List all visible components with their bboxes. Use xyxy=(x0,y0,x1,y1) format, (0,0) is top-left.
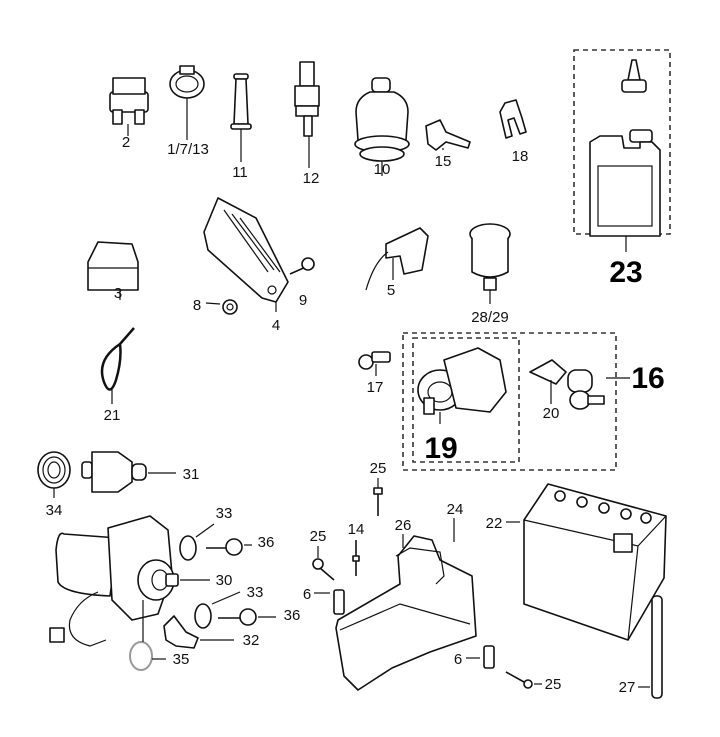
part-battery xyxy=(506,483,667,641)
part-relay xyxy=(87,241,139,300)
part-bolt-17 xyxy=(358,351,391,376)
callout-11: 11 xyxy=(232,164,248,181)
callout-6-left: 6 xyxy=(303,586,311,603)
part-vent-hose xyxy=(638,595,663,699)
callout-19: 19 xyxy=(424,432,457,465)
part-screw-9 xyxy=(289,257,315,275)
part-o-ring xyxy=(129,600,166,671)
callout-22: 22 xyxy=(486,515,503,532)
part-spring xyxy=(37,451,71,498)
part-hose-clamp xyxy=(169,65,205,140)
part-washer-bolt-upper xyxy=(179,523,252,561)
callout-34: 34 xyxy=(46,502,63,519)
callout-25-top: 25 xyxy=(370,460,387,477)
group-box-16 xyxy=(402,332,617,471)
callout-33-upper: 33 xyxy=(216,505,233,522)
part-starter-motor xyxy=(49,515,210,647)
part-bolt-25-lower xyxy=(505,671,542,689)
part-pin-14 xyxy=(352,540,360,576)
callout-25-left: 25 xyxy=(310,528,327,545)
part-clip xyxy=(499,99,527,139)
part-rubber-boot xyxy=(354,77,410,176)
callout-21: 21 xyxy=(104,407,121,424)
callout-16: 16 xyxy=(631,362,664,395)
group-box-19 xyxy=(412,337,520,463)
part-voltage-regulator xyxy=(203,197,289,312)
callout-4: 4 xyxy=(272,317,280,334)
part-brake-switch xyxy=(294,61,320,168)
callout-36-lower: 36 xyxy=(284,607,301,624)
part-oil-bottle xyxy=(589,59,661,252)
callout-18: 18 xyxy=(512,148,529,165)
callout-14: 14 xyxy=(348,521,365,538)
callout-30: 30 xyxy=(216,572,233,589)
callout-23: 23 xyxy=(609,256,642,289)
part-battery-box xyxy=(335,518,477,691)
callout-1-7-13: 1/7/13 xyxy=(167,141,209,158)
callout-17: 17 xyxy=(367,379,384,396)
part-tube xyxy=(230,73,252,162)
callout-28-29: 28/29 xyxy=(471,309,509,326)
part-bracket-6b xyxy=(466,645,495,669)
part-ignition-lock xyxy=(417,347,507,424)
part-bolt-25-left xyxy=(312,546,335,581)
callout-10: 10 xyxy=(374,161,391,178)
callout-20: 20 xyxy=(543,405,560,422)
callout-27: 27 xyxy=(619,679,636,696)
callout-32: 32 xyxy=(243,632,260,649)
callout-35: 35 xyxy=(173,651,190,668)
part-starter-drive xyxy=(81,451,176,493)
part-connector xyxy=(425,119,471,151)
part-socket xyxy=(469,223,511,304)
callout-31: 31 xyxy=(183,466,200,483)
part-brush-holder xyxy=(163,615,234,649)
callout-15: 15 xyxy=(435,153,452,170)
callout-24: 24 xyxy=(447,501,464,518)
part-washer-bolt-lower xyxy=(194,591,276,629)
part-seat-lock xyxy=(529,359,630,410)
part-fuse xyxy=(109,77,149,136)
part-sensor xyxy=(365,227,429,291)
callout-2: 2 xyxy=(122,134,130,151)
part-bolt-25-top xyxy=(373,478,383,516)
callout-33-lower: 33 xyxy=(247,584,264,601)
part-bracket-6a xyxy=(314,589,345,615)
part-nut-8 xyxy=(205,299,238,315)
callout-8: 8 xyxy=(193,297,201,314)
callout-12: 12 xyxy=(303,170,320,187)
callout-6-right: 6 xyxy=(454,651,462,668)
callout-25-lower: 25 xyxy=(545,676,562,693)
callout-3: 3 xyxy=(114,285,122,302)
part-cable-tie xyxy=(100,327,135,404)
callout-5: 5 xyxy=(387,282,395,299)
callout-9: 9 xyxy=(299,292,307,309)
callout-26: 26 xyxy=(395,517,412,534)
callout-36-upper: 36 xyxy=(258,534,275,551)
